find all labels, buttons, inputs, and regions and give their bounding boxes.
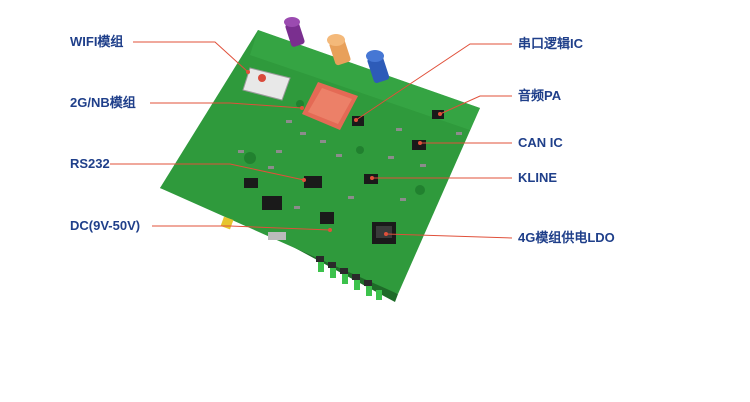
label-can-ic: CAN IC [518, 135, 563, 150]
smd-components [238, 120, 462, 209]
leader-lines [110, 41, 513, 239]
label-nb-module: 2G/NB模组 [70, 95, 136, 110]
label-kline: KLINE [518, 170, 557, 185]
label-wifi-module: WIFI模组 [70, 34, 124, 49]
leader-wifi [133, 41, 249, 73]
orange-antenna-connector [327, 34, 351, 66]
leader-dc [152, 225, 331, 231]
label-audio-pa: 音频PA [518, 88, 562, 103]
blue-antenna-connector [366, 50, 390, 84]
label-4g-ldo: 4G模组供电LDO [518, 230, 615, 245]
leader-rs232 [110, 163, 305, 181]
leader-nb [150, 102, 303, 109]
leader-pa [439, 95, 512, 115]
rs232-chip [304, 176, 322, 188]
leader-ldo [385, 233, 513, 239]
audio-pa-chip [432, 110, 444, 119]
label-rs232: RS232 [70, 156, 110, 171]
leader-dots [246, 70, 442, 236]
uart-logic-chip [352, 116, 364, 126]
label-dc-input: DC(9V-50V) [70, 218, 141, 233]
label-uart-logic-ic: 串口逻辑IC [518, 36, 584, 51]
header-pins [318, 262, 382, 300]
nb-module [302, 82, 358, 130]
leader-uart [355, 43, 512, 121]
purple-antenna-connector [284, 17, 305, 47]
wifi-module [242, 67, 291, 101]
can-chip [412, 140, 426, 150]
